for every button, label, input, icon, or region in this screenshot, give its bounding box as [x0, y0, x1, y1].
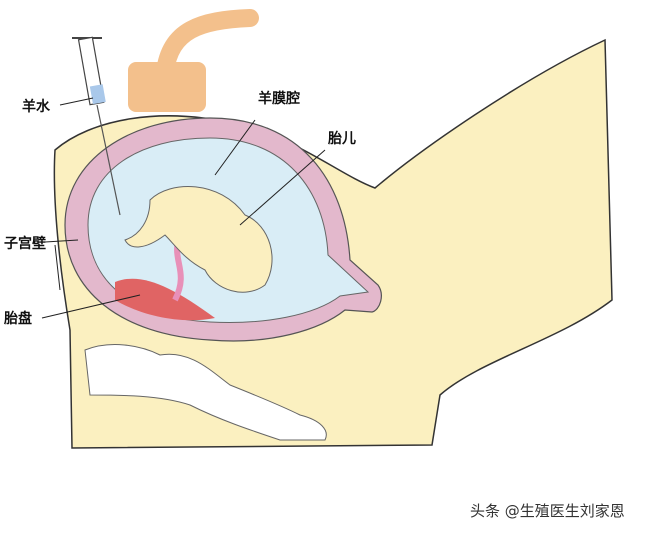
placenta — [115, 278, 215, 321]
ultrasound-probe — [128, 62, 206, 112]
label-amniotic-cavity: 羊膜腔 — [258, 91, 300, 107]
label-placenta: 胎盘 — [4, 311, 32, 327]
label-fetus: 胎儿 — [328, 131, 356, 147]
leader-lines — [41, 97, 326, 319]
fetus — [124, 186, 273, 293]
watermark: 头条 @生殖医生刘家恩 — [470, 502, 625, 520]
syringe — [72, 36, 121, 216]
probe-cable — [156, 9, 259, 81]
spine — [84, 344, 327, 441]
label-uterine-wall: 子宫壁 — [4, 236, 46, 252]
label-amniotic-fluid: 羊水 — [22, 99, 50, 115]
